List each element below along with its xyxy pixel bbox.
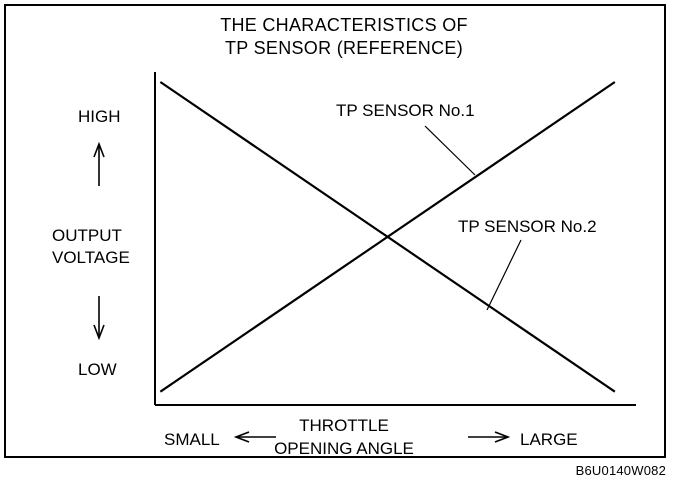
series-label-tp-sensor-2: TP SENSOR No.2: [458, 217, 597, 236]
y-axis-label-line-2: VOLTAGE: [52, 248, 130, 267]
y-low-label: LOW: [78, 360, 117, 379]
x-large-label: LARGE: [520, 430, 578, 449]
leader-line-tp-sensor-2: [486, 239, 522, 311]
x-small-label: SMALL: [164, 430, 220, 449]
chart-title-line-1: THE CHARACTERISTICS OF: [220, 15, 468, 35]
leader-line-tp-sensor-1: [424, 125, 476, 176]
figure-frame: [4, 4, 666, 458]
x-axis-label-line-2: OPENING ANGLE: [274, 439, 414, 458]
x-axis-label-line-1: THROTTLE: [299, 416, 389, 435]
up-arrow-icon: [93, 141, 105, 186]
chart-title-line-2: TP SENSOR (REFERENCE): [225, 38, 463, 58]
series-line-tp-sensor-2: [159, 81, 616, 393]
down-arrow-icon: [93, 296, 105, 341]
series-label-tp-sensor-1: TP SENSOR No.1: [336, 101, 475, 120]
figure-code: B6U0140W082: [575, 463, 666, 478]
y-axis-label-line-1: OUTPUT: [52, 226, 122, 245]
y-high-label: HIGH: [78, 107, 121, 126]
left-arrow-icon: [233, 431, 276, 443]
right-arrow-icon: [468, 431, 511, 443]
